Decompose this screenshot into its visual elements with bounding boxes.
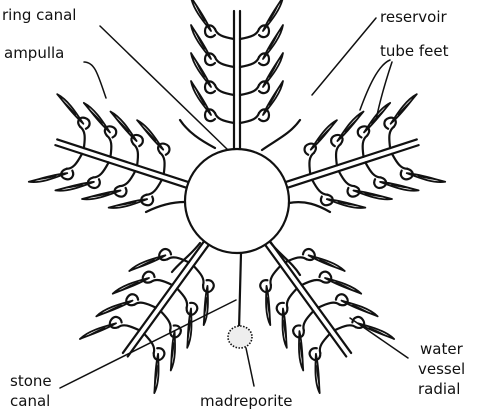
lateral-canal [240, 29, 259, 39]
leader-reservoir [312, 18, 376, 95]
lateral-canal [215, 57, 234, 67]
label-ampulla: ampulla [4, 44, 64, 62]
lateral-canal [215, 113, 234, 123]
lateral-canal [240, 113, 259, 123]
ampulla [335, 292, 350, 307]
radial-canal [234, 11, 240, 149]
lateral-canal [240, 85, 259, 95]
tube-foot-tip [83, 320, 106, 345]
radial-canal [265, 241, 351, 356]
ampulla [108, 315, 123, 330]
label-tube-feet: tube feet [380, 42, 449, 60]
ampulla [318, 269, 333, 284]
ampulla [141, 269, 156, 284]
leader-ring-canal [100, 26, 228, 150]
leader-ampulla [84, 62, 106, 98]
label-madreporite: madreporite [200, 392, 293, 410]
label-reservoir: reservoir [380, 8, 447, 26]
ampulla [124, 292, 139, 307]
interradial-outline [146, 120, 330, 275]
label-radial: radial [418, 380, 460, 398]
label-vessel: vessel [418, 360, 465, 378]
madreporite-plate [228, 326, 252, 348]
radial-canal [123, 241, 209, 356]
tube-foot-tip [268, 0, 281, 22]
lateral-canal [215, 29, 234, 39]
stone-canal [239, 253, 241, 330]
lateral-canal [240, 57, 259, 67]
arm [230, 216, 394, 393]
label-canal: canal [10, 392, 50, 410]
label-ring-canal: ring canal [2, 6, 76, 24]
lateral-canal [215, 85, 234, 95]
ampulla [157, 247, 172, 262]
body-outline [146, 120, 330, 348]
leader-radial-vessel [350, 318, 408, 358]
tube-foot-tip [193, 0, 206, 22]
leader-stone-canal [60, 300, 236, 388]
leader-madreporite [246, 348, 254, 386]
arm [272, 94, 445, 228]
leader-tube-feet [360, 60, 392, 120]
arm [29, 94, 202, 228]
label-stone: stone [10, 372, 52, 390]
ampulla [302, 247, 317, 262]
label-water: water [420, 340, 464, 358]
ring-canal-circle [185, 149, 289, 253]
